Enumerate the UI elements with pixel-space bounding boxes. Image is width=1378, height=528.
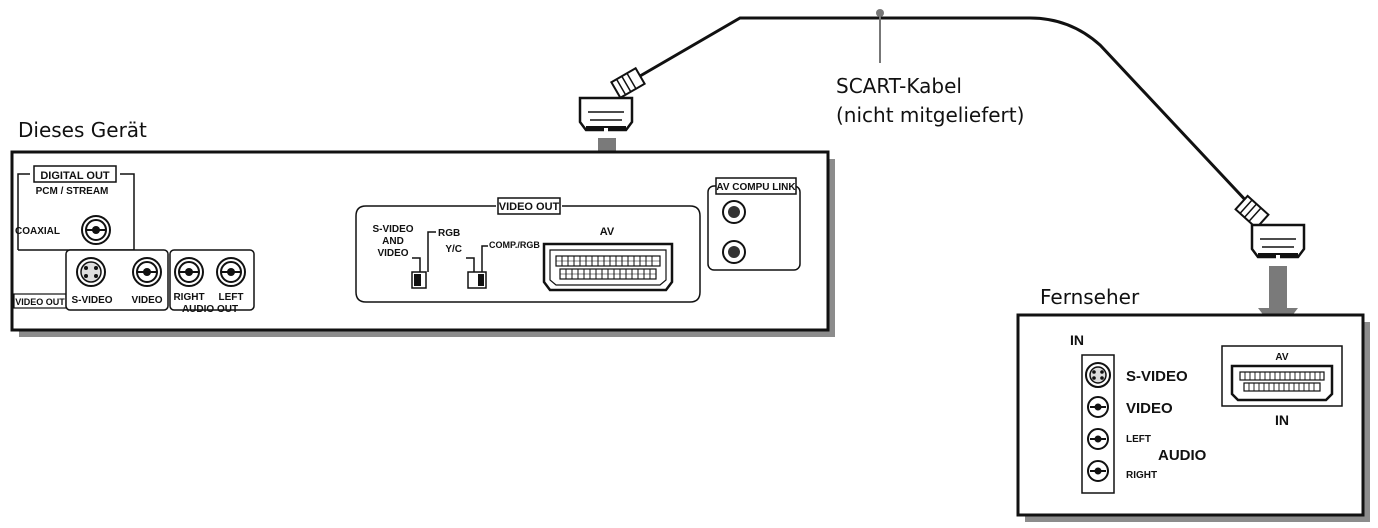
tv-av-label: AV — [1275, 352, 1288, 363]
av-compu-link-label: AV COMPU LINK — [716, 182, 796, 193]
switch1-label-2: AND — [382, 236, 404, 247]
scart-cable — [627, 9, 1252, 207]
coaxial-jack — [81, 215, 111, 245]
tv-s-video-jack — [1085, 362, 1111, 388]
tv-audio-label: AUDIO — [1158, 447, 1207, 464]
s-video-jack — [76, 257, 106, 287]
video-jack — [132, 257, 162, 287]
device-caption: Dieses Gerät — [18, 118, 147, 142]
rgb-label: RGB — [438, 228, 460, 239]
s-video-label: S-VIDEO — [71, 295, 112, 306]
tv-video-label: VIDEO — [1126, 400, 1173, 417]
tv-s-video-label: S-VIDEO — [1126, 368, 1188, 385]
video-out-side-label: VIDEO OUT — [15, 297, 65, 307]
yc-label: Y/C — [445, 244, 462, 255]
av-compu-link-section: AV COMPU LINK — [707, 177, 801, 271]
coaxial-label: COAXIAL — [15, 226, 60, 237]
tv-audio-right-jack — [1087, 460, 1109, 482]
rear-outputs: VIDEO OUT S-VIDEO VIDEO — [13, 249, 255, 315]
digital-out-section: DIGITAL OUT PCM / STREAM COAXIAL — [15, 165, 135, 251]
scart-socket-device — [542, 242, 674, 292]
tv-left-label: LEFT — [1126, 434, 1151, 445]
video-out-panel-label: VIDEO OUT — [499, 201, 560, 213]
left-label: LEFT — [219, 292, 244, 303]
tv-right-label: RIGHT — [1126, 470, 1157, 481]
tv-caption: Fernseher — [1040, 285, 1140, 309]
cable-label-line1: SCART-Kabel — [836, 74, 962, 98]
switch1-label-1: S-VIDEO — [372, 224, 413, 235]
scart-socket-tv — [1230, 364, 1334, 402]
tv-in-title: IN — [1070, 332, 1084, 348]
tv-video-jack — [1087, 396, 1109, 418]
pcm-stream-label: PCM / STREAM — [36, 186, 109, 197]
switch2 — [467, 271, 487, 289]
audio-right-jack — [174, 257, 204, 287]
tv-inputs: S-VIDEO VIDEO LEFT RIGHT AUDIO — [1081, 354, 1207, 494]
video-label: VIDEO — [131, 295, 162, 306]
compu-link-jack-1 — [722, 200, 746, 224]
digital-out-label: DIGITAL OUT — [40, 170, 110, 182]
audio-out-label: AUDIO OUT — [182, 304, 238, 315]
compu-link-jack-2 — [722, 240, 746, 264]
scart-plug-tv — [1234, 194, 1306, 259]
cable-label-line2: (nicht mitgeliefert) — [836, 103, 1024, 127]
av-label: AV — [600, 226, 615, 238]
tv-audio-left-jack — [1087, 428, 1109, 450]
comp-rgb-label: COMP./RGB — [489, 240, 540, 250]
scart-plug-device — [578, 66, 646, 132]
switch1-label-3: VIDEO — [377, 248, 408, 259]
tv-in-below-label: IN — [1275, 412, 1289, 428]
tv-av-section: AV IN — [1221, 345, 1343, 428]
right-label: RIGHT — [173, 292, 204, 303]
switch1 — [411, 271, 427, 289]
audio-left-jack — [216, 257, 246, 287]
video-out-panel: VIDEO OUT S-VIDEO AND VIDEO RGB Y/C COMP… — [355, 197, 701, 303]
